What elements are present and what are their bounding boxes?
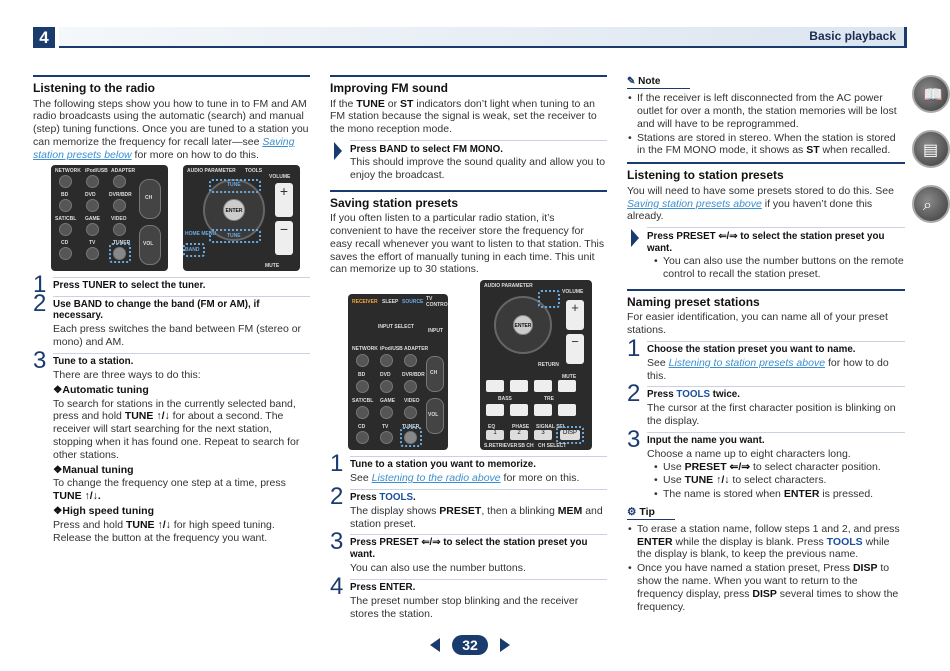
heading-listening-presets: Listening to station presets	[627, 162, 905, 183]
column-saving-presets: Improving FM sound If the TUNE or ST ind…	[330, 75, 607, 621]
contents-icon[interactable]: ▤	[912, 130, 950, 168]
fm-intro: If the TUNE or ST indicators don’t light…	[330, 97, 597, 136]
link-saving-presets[interactable]: Saving station presets below	[33, 136, 295, 161]
tune-up-highlight	[209, 178, 261, 193]
note-heading: ✎ Note	[627, 76, 691, 90]
note-item: If the receiver is left disconnected fro…	[627, 92, 905, 130]
name-step-1: 1 Choose the station preset you want to …	[627, 336, 905, 383]
chapter-number: 4	[33, 27, 55, 48]
save-step-2: 2 Press TOOLS. The display shows PRESET,…	[330, 484, 607, 531]
band-highlight	[183, 242, 205, 257]
next-page-icon[interactable]	[500, 638, 510, 652]
tuner-highlight	[109, 242, 131, 263]
page-number: 32	[452, 635, 488, 655]
header-bar: Basic playback	[59, 27, 907, 48]
link-listening-radio[interactable]: Listening to the radio above	[371, 472, 501, 485]
tools-highlight	[538, 290, 560, 309]
column-presets: ✎ Note If the receiver is left disconnec…	[627, 75, 905, 614]
name-step-3: 3 Input the name you want. Choose a name…	[627, 427, 905, 501]
tip-item: To erase a station name, follow steps 1 …	[627, 523, 905, 561]
heading-naming-presets: Naming preset stations	[627, 288, 905, 310]
step-2-band: 2 Use BAND to change the band (FM or AM)…	[33, 291, 310, 349]
index-icon[interactable]: ⌕	[912, 185, 950, 223]
listen-step: Press PRESET ⇐/⇒ to select the station p…	[627, 227, 905, 280]
name-bullet: The name is stored when ENTER is pressed…	[653, 488, 905, 501]
step-fm-mono: Press BAND to select FM MONO. This shoul…	[330, 140, 607, 182]
name-bullet: Use PRESET ⇐/⇒ to select character posit…	[653, 461, 905, 474]
column-listening-radio: Listening to the radio The following ste…	[33, 75, 310, 544]
tuner-highlight-2	[400, 427, 422, 448]
pager: 32	[430, 635, 510, 655]
remote-illustrations-1: NETWORK iPod/USB ADAPTER BD DVD DVR/BDR …	[33, 164, 310, 273]
heading-improving-fm: Improving FM sound	[330, 75, 607, 96]
save-step-3: 3 Press PRESET ⇐/⇒ to select the station…	[330, 530, 607, 575]
book-icon[interactable]: 📖	[912, 75, 950, 113]
tip-gear-icon: ⚙	[627, 506, 640, 519]
link-listening-presets[interactable]: Listening to station presets above	[668, 356, 826, 369]
tip-list: To erase a station name, follow steps 1 …	[627, 523, 905, 614]
tip-heading: ⚙ Tip	[627, 506, 675, 520]
section-title: Basic playback	[809, 29, 896, 43]
note-item: Stations are stored in stereo. When the …	[627, 132, 905, 158]
remote-preset-pad: AUDIO PARAMETER VOLUME ENTER + − RETURN …	[480, 280, 592, 451]
save-step-1: 1 Tune to a station you want to memorize…	[330, 452, 607, 485]
heading-listening-radio: Listening to the radio	[33, 75, 310, 96]
tip-item: Once you have named a station preset, Pr…	[627, 562, 905, 613]
step-1-tuner: 1 Press TUNER to select the tuner.	[33, 272, 310, 296]
link-saving-presets-above[interactable]: Saving station presets above	[627, 197, 762, 210]
heading-saving-presets: Saving station presets	[330, 189, 607, 211]
remote-illustrations-2: RECEIVER SLEEP SOURCE TV CONTROL INPUT S…	[330, 280, 607, 452]
prev-page-icon[interactable]	[430, 638, 440, 652]
name-step-2: 2 Press TOOLS twice. The cursor at the f…	[627, 382, 905, 428]
remote-source-buttons: RECEIVER SLEEP SOURCE TV CONTROL INPUT S…	[348, 294, 448, 451]
note-list: If the receiver is left disconnected fro…	[627, 92, 905, 157]
note-icon: ✎	[627, 76, 639, 87]
remote-input-buttons: NETWORK iPod/USB ADAPTER BD DVD DVR/BDR …	[51, 164, 168, 271]
naming-intro: For easier identification, you can name …	[627, 311, 888, 337]
intro-text: The following steps show you how to tune…	[33, 97, 309, 161]
tune-down-highlight	[209, 228, 261, 243]
listen-bullet: You can also use the number buttons on t…	[653, 255, 905, 281]
step-3-tune: 3 Tune to a station. There are three way…	[33, 349, 310, 544]
saving-intro: If you often listen to a particular radi…	[330, 212, 605, 276]
remote-tuning-pad: AUDIO PARAMETER TOOLS VOLUME ENTER TUNE …	[183, 164, 300, 271]
save-step-4: 4 Press ENTER. The preset number stop bl…	[330, 575, 607, 621]
listen-intro: You will need to have some presets store…	[627, 184, 894, 223]
disp-highlight	[556, 426, 584, 445]
name-bullet: Use TUNE ↑/↓ to select characters.	[653, 474, 905, 487]
